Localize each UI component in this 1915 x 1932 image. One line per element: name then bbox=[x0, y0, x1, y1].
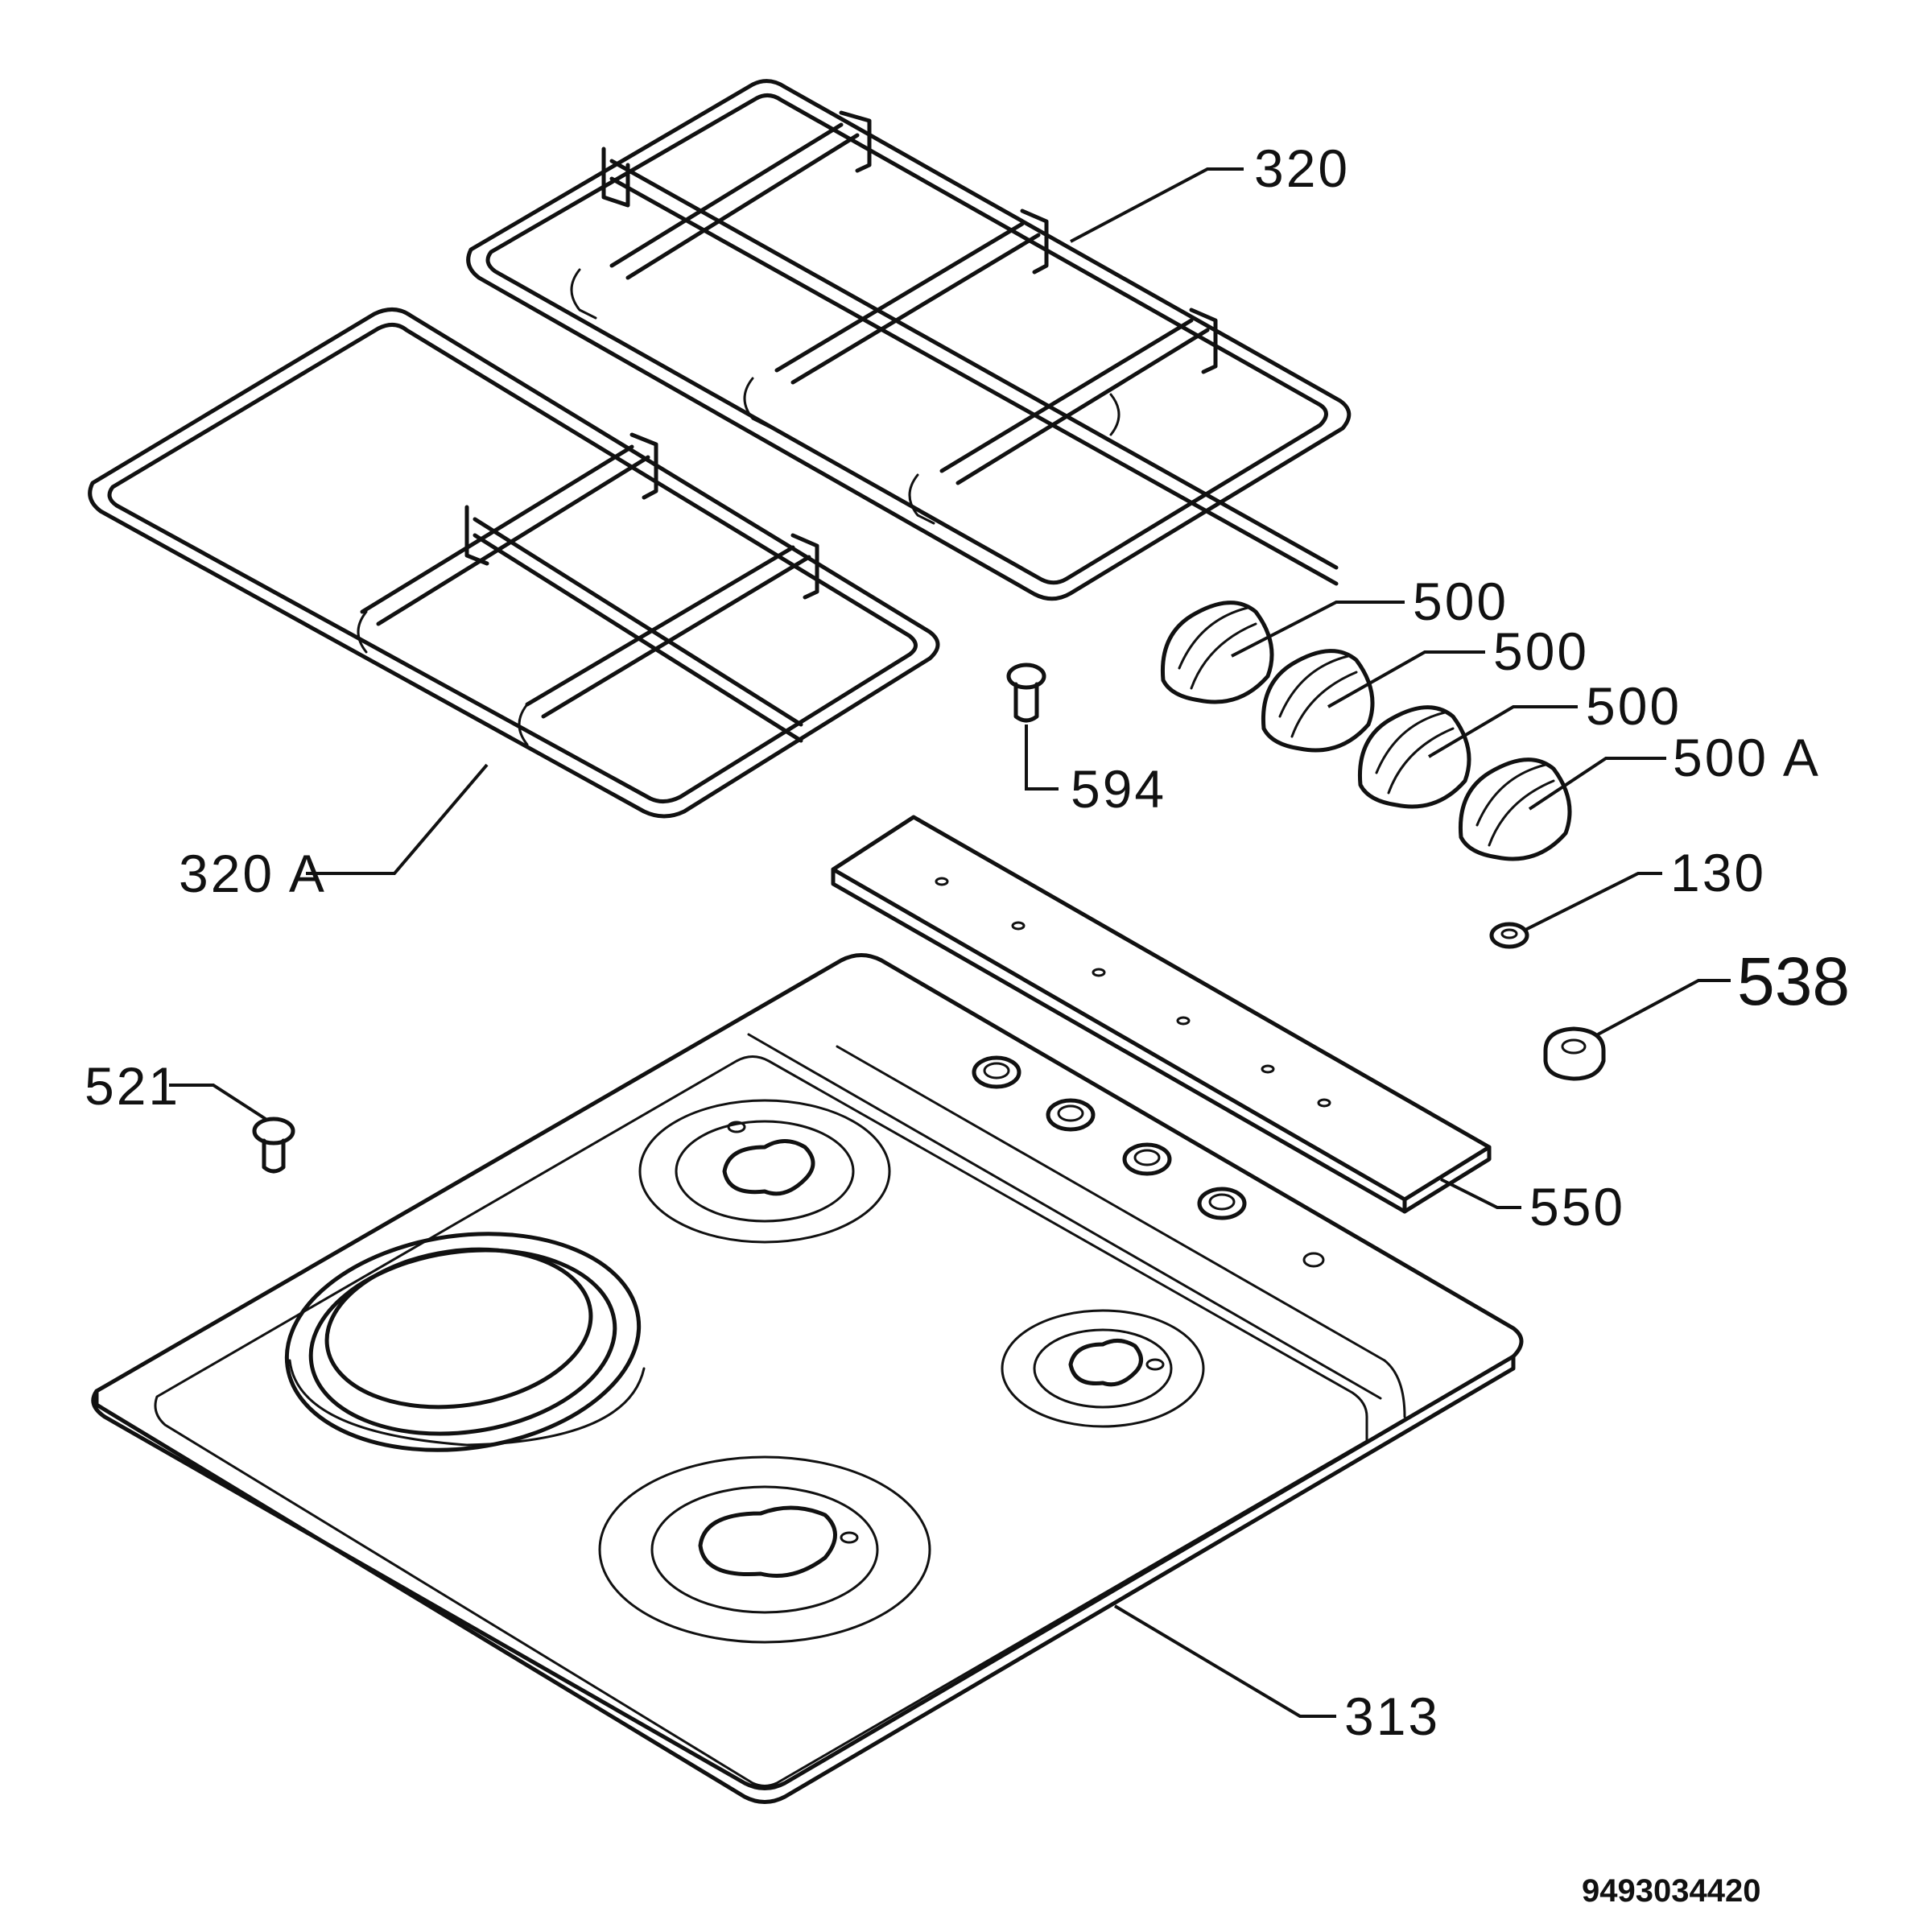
screw-521 bbox=[252, 1117, 295, 1174]
callout-594: 594 bbox=[1071, 759, 1166, 819]
knob-2 bbox=[1261, 649, 1375, 753]
pan-support-grid-320 bbox=[466, 79, 1352, 601]
callout-500a: 500 A bbox=[1673, 728, 1821, 787]
knob-1 bbox=[1160, 601, 1274, 704]
hob-top-313 bbox=[91, 953, 1524, 1804]
knob-4 bbox=[1458, 758, 1572, 861]
screw-594 bbox=[1006, 663, 1046, 723]
spring-538 bbox=[1543, 1026, 1606, 1081]
pan-support-grid-320a bbox=[88, 308, 940, 819]
leader-lines bbox=[169, 167, 1731, 1718]
control-knobs bbox=[1160, 601, 1572, 861]
cover-strip-550 bbox=[831, 815, 1492, 1214]
callout-130: 130 bbox=[1670, 843, 1766, 902]
washer-130 bbox=[1489, 922, 1529, 949]
callout-500-2: 500 bbox=[1493, 621, 1589, 681]
callout-500-3: 500 bbox=[1586, 676, 1682, 736]
callout-313: 313 bbox=[1344, 1686, 1440, 1746]
callout-521: 521 bbox=[85, 1056, 180, 1116]
callout-500-1: 500 bbox=[1413, 572, 1508, 631]
document-id: 9493034420 bbox=[1582, 1873, 1760, 1909]
knob-3 bbox=[1357, 705, 1471, 809]
callout-550: 550 bbox=[1529, 1177, 1625, 1236]
callout-320: 320 bbox=[1254, 138, 1350, 198]
callout-320a: 320 A bbox=[179, 844, 327, 903]
callout-538: 538 bbox=[1737, 943, 1850, 1019]
